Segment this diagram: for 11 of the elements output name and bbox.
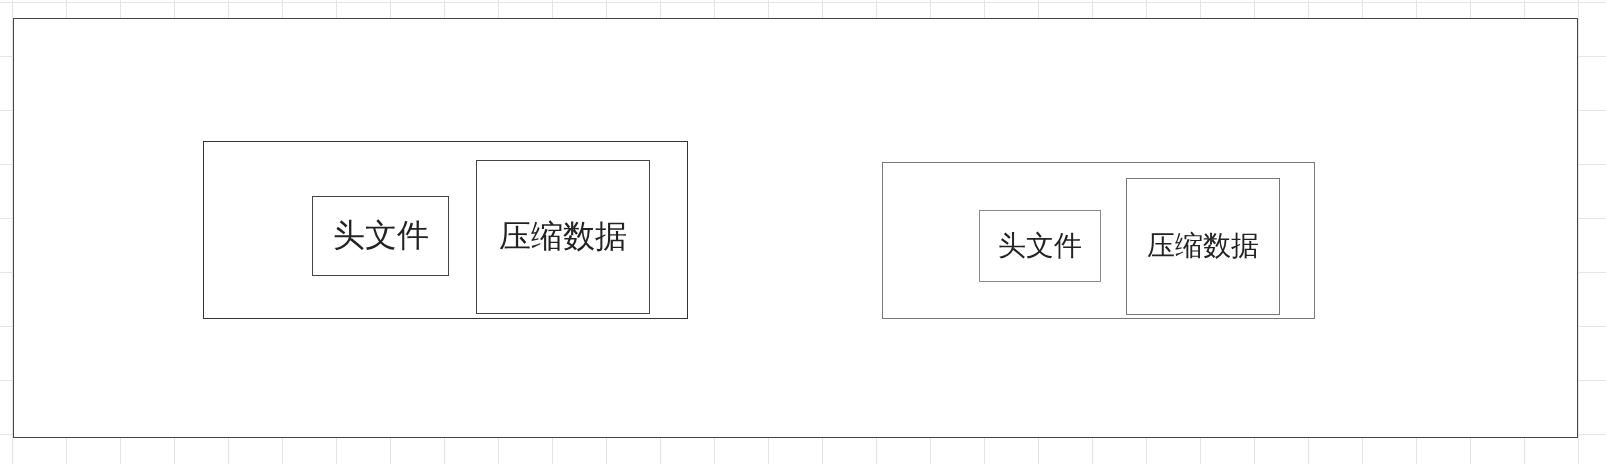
text-box [476,160,650,314]
text-box [1126,178,1280,315]
box-label: 头文件 [998,230,1082,262]
text-box [979,210,1101,282]
box-label: 头文件 [332,218,429,254]
container-box [882,162,1315,319]
box-label: 压缩数据 [499,219,627,255]
box-label: 压缩数据 [1147,231,1259,262]
container-box [203,141,688,319]
container-box [13,18,1578,438]
text-box [312,196,449,276]
